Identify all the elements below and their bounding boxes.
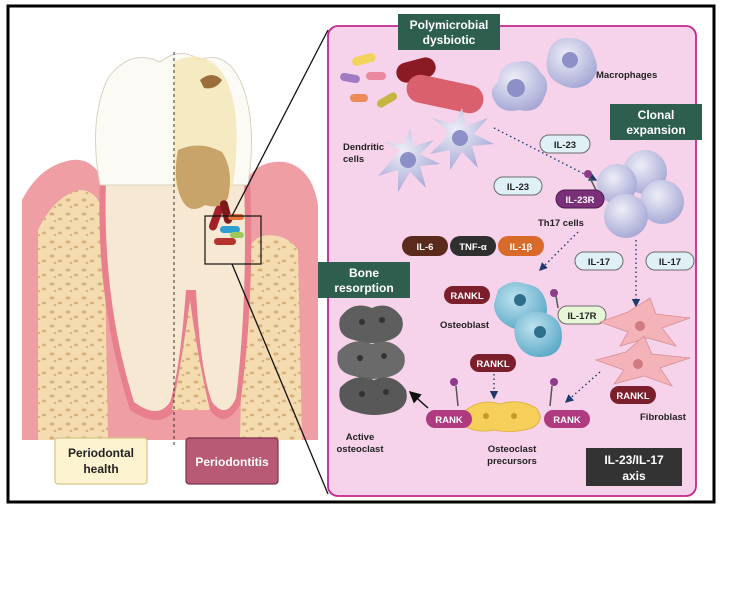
- th17-label: Th17 cells: [538, 218, 584, 229]
- fibroblast-label: Fibroblast: [640, 412, 687, 423]
- rank-left-receptor: RANK: [426, 378, 472, 428]
- panel-bacteria: [340, 53, 484, 114]
- axis-line1: IL-23/IL-17: [604, 453, 664, 467]
- active-osteoclast-line2: osteoclast: [337, 444, 385, 455]
- svg-text:RANKL: RANKL: [616, 391, 649, 402]
- svg-text:RANK: RANK: [553, 415, 581, 426]
- dendritic-label-line1: Dendritic: [343, 142, 384, 153]
- interradicular-bone: [172, 300, 210, 410]
- bone-line2: resorption: [334, 281, 393, 295]
- zoom-box: [204, 215, 262, 265]
- macrophages-label: Macrophages: [596, 70, 657, 81]
- alveolar-bone-left: [38, 190, 108, 440]
- bone-line1: Bone: [349, 266, 379, 280]
- zoom-panel: [327, 25, 697, 497]
- cytokine-row: IL-6 TNF-α IL-1β: [402, 236, 544, 256]
- active-osteoclast-line1: Active: [346, 432, 375, 443]
- dendritic-cells: [378, 108, 494, 192]
- zoom-line-bottom: [231, 263, 329, 495]
- axis-line2: axis: [622, 469, 646, 483]
- fibroblast-cells: [594, 297, 691, 387]
- svg-text:IL-17: IL-17: [588, 257, 610, 268]
- il23-top-pill: IL-23: [539, 134, 591, 154]
- calculus: [175, 145, 230, 209]
- arrow-dc-th17: [493, 127, 598, 181]
- tooth-root: [105, 180, 245, 411]
- rankl-mid-pill: RANKL: [470, 354, 516, 372]
- plaque-spot: [200, 75, 222, 89]
- precursors-line1: Osteoclast: [488, 444, 537, 455]
- periodontal-health-box: Periodontal health: [54, 437, 148, 485]
- clonal-line2: expansion: [626, 123, 685, 137]
- zoom-line-top: [231, 29, 329, 217]
- svg-text:IL-23R: IL-23R: [565, 195, 594, 206]
- health-label-line2: health: [83, 462, 118, 476]
- tooth-illustration: [22, 29, 329, 495]
- periodontitis-label: Periodontitis: [195, 455, 269, 469]
- svg-text:RANKL: RANKL: [450, 291, 483, 302]
- svg-text:RANKL: RANKL: [476, 359, 509, 370]
- svg-text:IL-17: IL-17: [659, 257, 681, 268]
- health-label-line1: Periodontal: [68, 446, 134, 460]
- il23r-receptor: IL-23R: [555, 170, 605, 209]
- svg-text:RANK: RANK: [435, 415, 463, 426]
- osteoblast-label: Osteoblast: [440, 320, 490, 331]
- alveolar-bone-right: [240, 235, 302, 440]
- axis-box: IL-23/IL-17 axis: [586, 448, 682, 486]
- osteoblast-cells: [494, 282, 562, 357]
- svg-text:IL-23: IL-23: [554, 140, 576, 151]
- rank-right-receptor: RANK: [544, 378, 590, 428]
- polymicrobial-line2: dysbiotic: [423, 33, 476, 47]
- clonal-expansion-box: Clonal expansion: [610, 104, 702, 140]
- th17-cells: [597, 150, 684, 238]
- macrophage-cells: [491, 37, 597, 111]
- polymicrobial-line1: Polymicrobial: [410, 18, 489, 32]
- il6-label: IL-6: [417, 242, 434, 253]
- precursors-line2: precursors: [487, 456, 537, 467]
- periodontitis-box: Periodontitis: [185, 437, 279, 485]
- tnfa-label: TNF-α: [459, 242, 487, 253]
- clonal-line1: Clonal: [638, 108, 675, 122]
- osteoclast-precursors: [461, 401, 541, 432]
- svg-text:IL-17R: IL-17R: [567, 311, 596, 322]
- svg-text:IL-23: IL-23: [507, 182, 529, 193]
- il23-left-pill: IL-23: [493, 176, 543, 196]
- active-osteoclast: [337, 305, 407, 415]
- il1b-label: IL-1β: [510, 242, 533, 253]
- arrow-fibroblast-precursor: [564, 371, 601, 403]
- il17-left-pill: IL-17: [574, 251, 624, 271]
- il17-right-pill: IL-17: [645, 251, 695, 271]
- polymicrobial-box: Polymicrobial dysbiotic: [398, 14, 500, 50]
- arrow-precursor-active: [408, 391, 429, 409]
- rankl-top-pill: RANKL: [444, 286, 490, 304]
- bone-resorption-box: Bone resorption: [318, 262, 410, 298]
- rankl-right-pill: RANKL: [610, 386, 656, 404]
- il17r-receptor: IL-17R: [550, 289, 607, 325]
- dendritic-label-line2: cells: [343, 154, 364, 165]
- bacteria-cluster: [208, 200, 244, 245]
